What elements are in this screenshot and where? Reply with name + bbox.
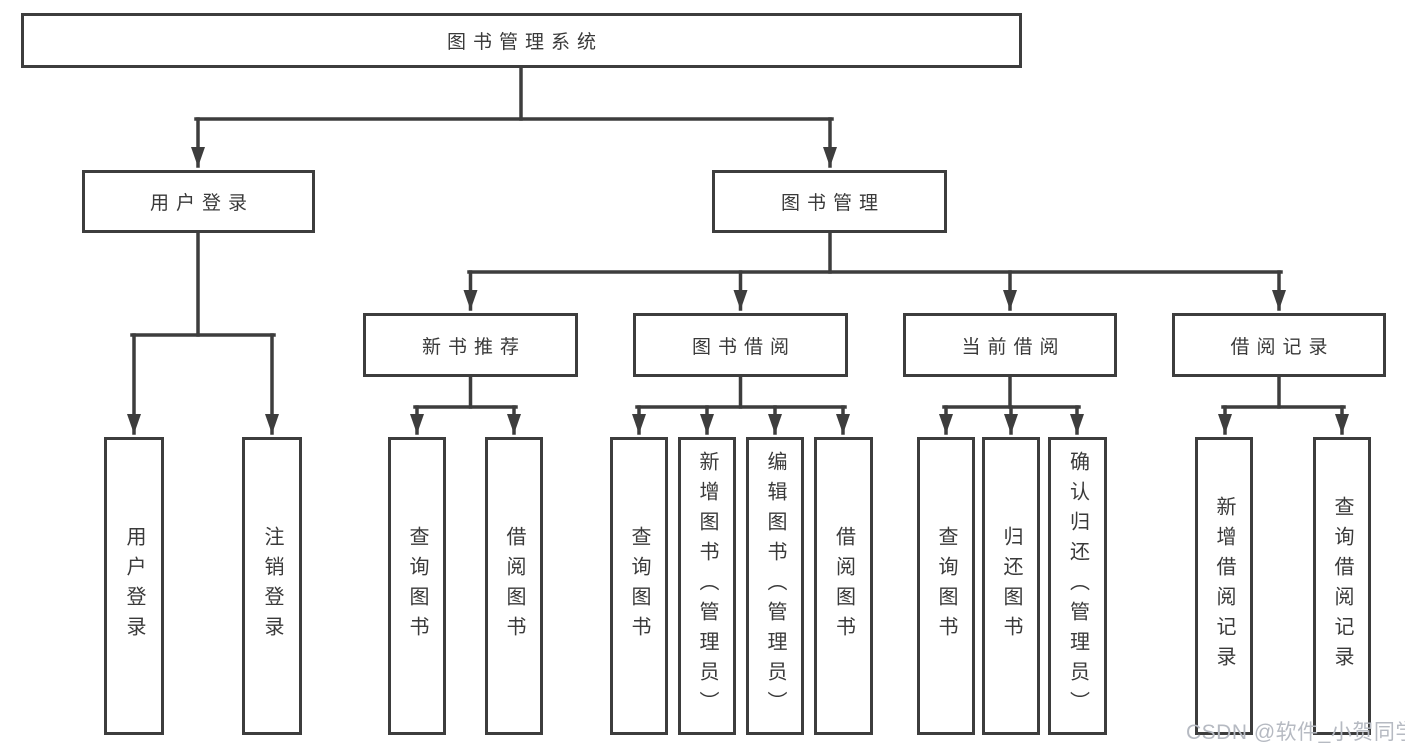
node-new-book-recommend: 新书推荐 xyxy=(363,313,578,377)
leaf-cb-return-books: 归还图书 xyxy=(982,437,1040,735)
node-user-login: 用户登录 xyxy=(82,170,315,233)
node-borrowing-records: 借阅记录 xyxy=(1172,313,1386,377)
leaf-bb-add-books-admin: 新增图书（管理员） xyxy=(678,437,736,735)
leaf-cb-query-books: 查询图书 xyxy=(917,437,975,735)
leaf-br-query-record: 查询借阅记录 xyxy=(1313,437,1371,735)
node-book-borrowing: 图书借阅 xyxy=(633,313,848,377)
leaf-logout: 注销登录 xyxy=(242,437,302,735)
leaf-cb-confirm-return-admin: 确认归还（管理员） xyxy=(1048,437,1107,735)
leaf-bb-edit-books-admin: 编辑图书（管理员） xyxy=(746,437,804,735)
node-root: 图书管理系统 xyxy=(21,13,1022,68)
node-book-management: 图书管理 xyxy=(712,170,947,233)
leaf-nbr-borrow-books: 借阅图书 xyxy=(485,437,543,735)
csdn-watermark: CSDN @软件_小贺同学 xyxy=(1186,721,1405,744)
node-current-borrowing: 当前借阅 xyxy=(903,313,1117,377)
leaf-br-add-record: 新增借阅记录 xyxy=(1195,437,1253,735)
leaf-user-login: 用户登录 xyxy=(104,437,164,735)
leaf-bb-borrow-books: 借阅图书 xyxy=(814,437,873,735)
leaf-nbr-query-books: 查询图书 xyxy=(388,437,446,735)
leaf-bb-query-books: 查询图书 xyxy=(610,437,668,735)
